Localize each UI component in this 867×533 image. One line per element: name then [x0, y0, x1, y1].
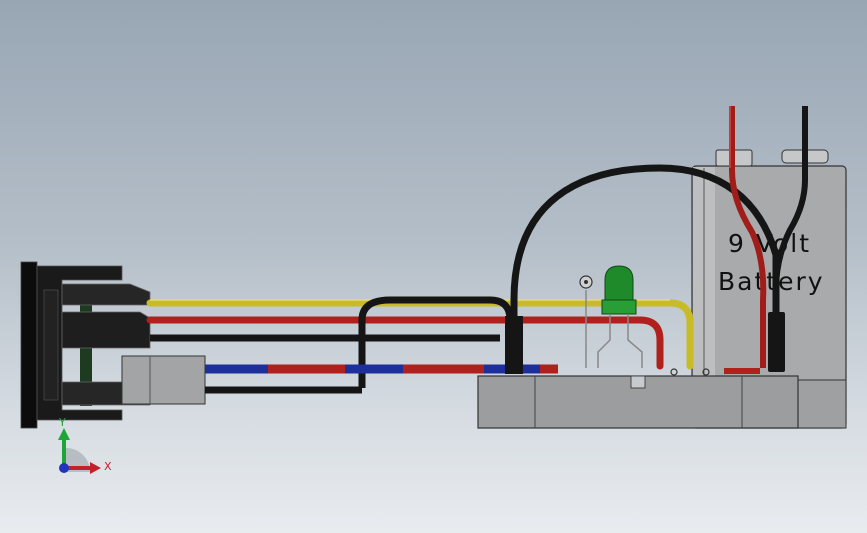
rocker-switch[interactable] [20, 261, 206, 429]
triad-z-axis [59, 463, 69, 473]
wire-black-battery[interactable] [773, 106, 808, 291]
coordinate-triad: Y X [58, 416, 112, 474]
wire-red-battery[interactable] [729, 106, 767, 368]
wire-red-upper[interactable] [146, 316, 664, 370]
switch-bezel [20, 261, 38, 429]
base-block[interactable] [477, 375, 799, 429]
wire-harness[interactable] [146, 106, 808, 394]
wire-yellow[interactable] [146, 299, 694, 370]
battery-label-line2: Battery [718, 267, 825, 296]
triad-x-label: X [104, 460, 112, 473]
wire-black-arc[interactable] [510, 164, 780, 366]
triad-y-label: Y [58, 416, 66, 429]
led[interactable] [579, 265, 643, 368]
switch-connector [121, 355, 206, 405]
